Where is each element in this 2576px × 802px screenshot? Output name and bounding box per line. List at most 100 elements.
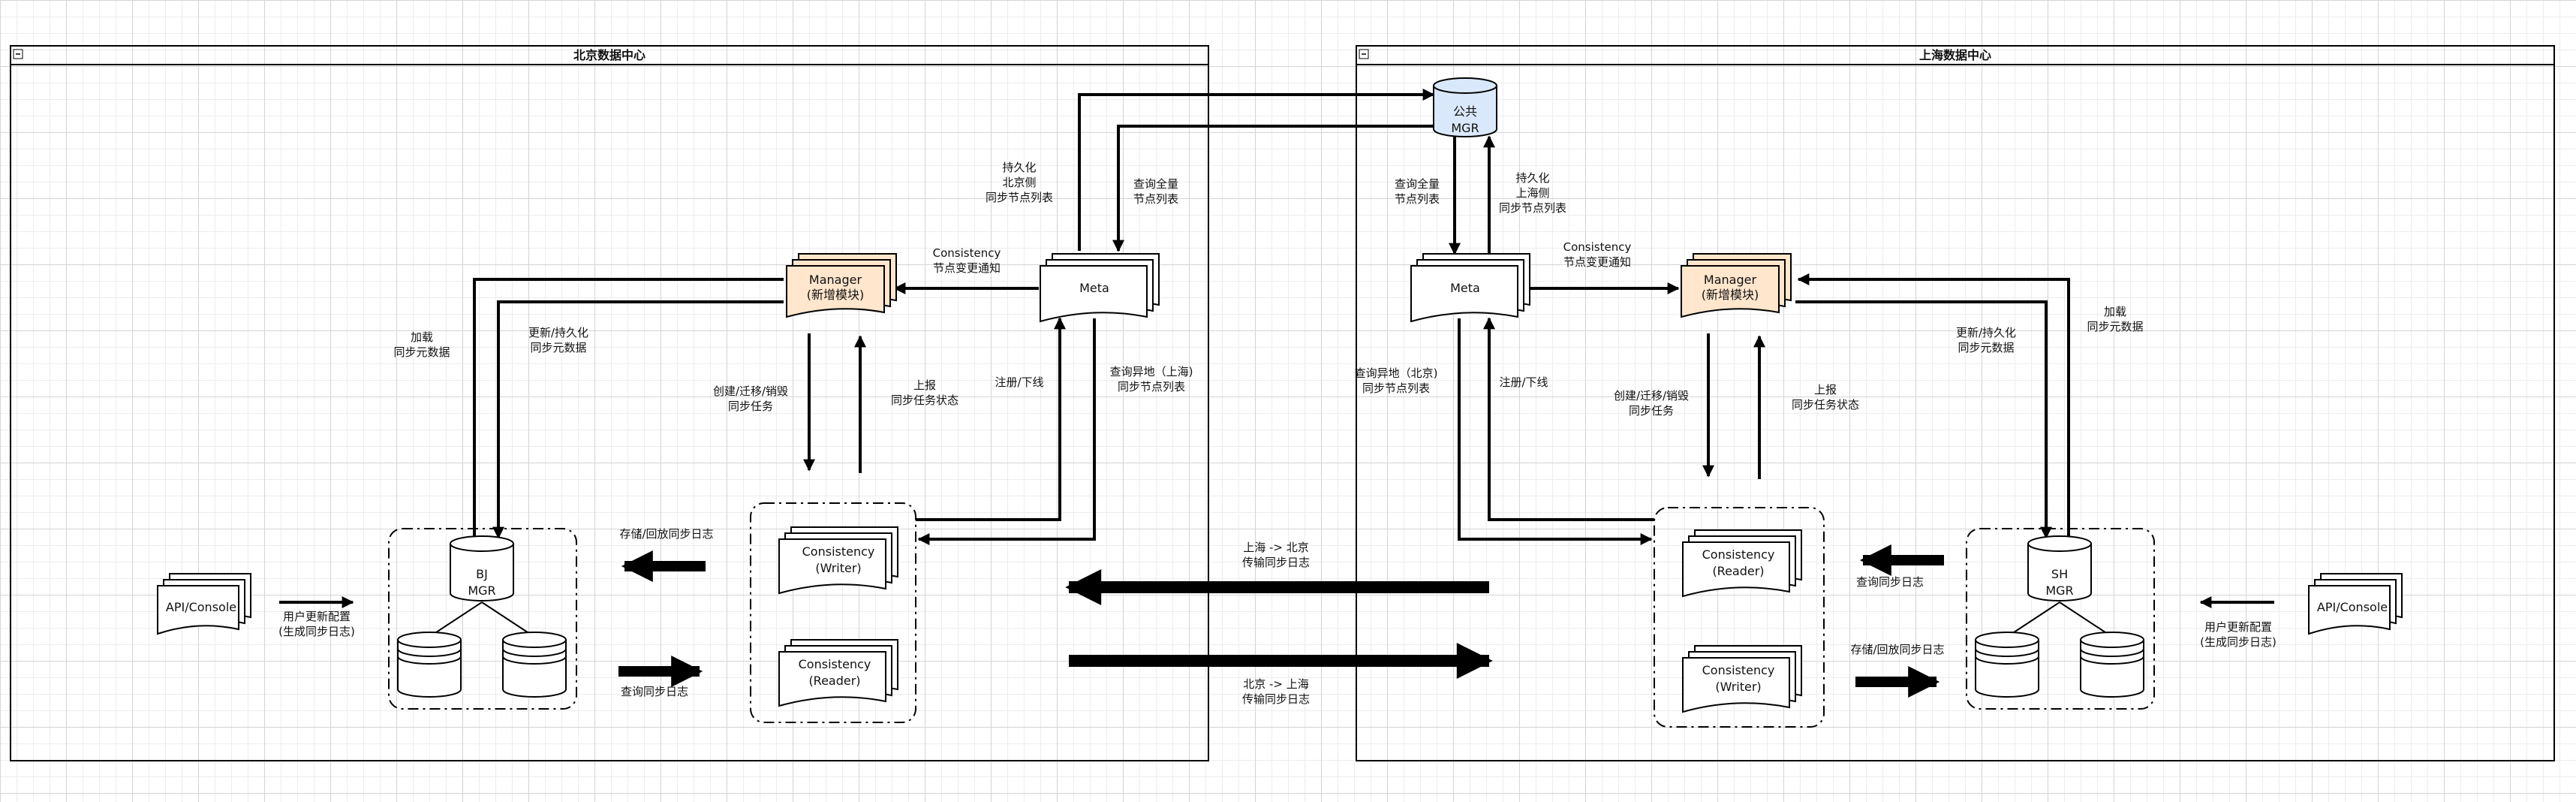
edge-label: 节点列表 [1395, 192, 1440, 206]
edge-label: 上海侧 [1515, 186, 1549, 200]
edge-label: 创建/迁移/销毁 [713, 384, 788, 398]
edges [279, 89, 2274, 608]
edge-label: 北京侧 [1002, 176, 1036, 189]
edge-label: 加载 [2104, 305, 2126, 318]
sh-meta-node[interactable]: Meta [1410, 253, 1530, 323]
bj-consistency-group[interactable] [750, 502, 916, 723]
edge-label: 持久化 [1002, 161, 1036, 174]
bj-consistency-writer-label-2: (Writer) [815, 561, 861, 575]
bj-meta-node[interactable]: Meta [1040, 253, 1160, 323]
edge-label: 节点列表 [1133, 192, 1178, 206]
sh-manager-label-2: (新增模块) [1702, 288, 1759, 302]
edge-label: 查询全量 [1395, 177, 1440, 191]
edge-label: Consistency [1563, 240, 1632, 254]
edge-label: 上报 [1814, 383, 1837, 396]
bj-manager-label-1: Manager [809, 273, 862, 287]
edge-labels: 持久化 北京侧 同步节点列表 查询全量 节点列表 查询全量 节点列表 持久化 上… [278, 161, 2277, 706]
sh-consistency-writer-label-1: Consistency [1702, 663, 1775, 677]
public-mgr-cylinder[interactable]: 公共 MGR [1433, 77, 1497, 137]
bj-meta-label: Meta [1079, 281, 1109, 295]
sh-mgr-replica-2[interactable] [2080, 632, 2144, 698]
edge-label: 加载 [411, 330, 433, 344]
sh-consistency-reader-label-1: Consistency [1702, 547, 1775, 562]
sh-mgr-cluster[interactable]: SH MGR [1975, 535, 2144, 698]
region-beijing[interactable]: 北京数据中心 [10, 45, 1209, 761]
edge-label: 注册/下线 [995, 375, 1043, 389]
sh-meta-label: Meta [1450, 281, 1480, 295]
edge-label: 北京 -> 上海 [1243, 677, 1309, 691]
bj-api-console-label: API/Console [166, 600, 236, 614]
bj-consistency-writer-node[interactable]: Consistency (Writer) [778, 526, 898, 595]
collapse-icon[interactable] [13, 49, 23, 59]
edge-label: (生成同步日志) [278, 625, 355, 638]
edge-label: 存储/回放同步日志 [619, 527, 713, 541]
edge-label: 同步元数据 [1958, 341, 2014, 354]
collapse-icon[interactable] [1359, 49, 1369, 59]
edge-label: (生成同步日志) [2200, 635, 2277, 649]
bj-mgr-label-2: MGR [468, 583, 495, 598]
edge-label: 查询全量 [1133, 177, 1178, 191]
bj-consistency-reader-label-1: Consistency [799, 657, 871, 671]
edge-label: 同步元数据 [393, 345, 450, 359]
bj-mgr-replica-1[interactable] [397, 632, 462, 698]
sh-consistency-reader-label-2: (Reader) [1712, 564, 1764, 578]
edge-label: 查询异地（北京) [1355, 366, 1438, 380]
edge-label: 更新/持久化 [1956, 326, 2016, 339]
block-arrows [618, 544, 1944, 698]
sh-consistency-reader-node[interactable]: Consistency (Reader) [1682, 529, 1802, 598]
sh-mgr-group[interactable] [1966, 528, 2155, 710]
bj-consistency-reader-node[interactable]: Consistency (Reader) [778, 639, 898, 707]
edge-label: 同步节点列表 [986, 191, 1053, 204]
edge-label: 传输同步日志 [1242, 556, 1310, 569]
region-title: 北京数据中心 [573, 48, 646, 62]
edge-label: Consistency [933, 246, 1001, 260]
edge-label: 同步任务状态 [891, 393, 958, 407]
edge-label: 查询同步日志 [621, 685, 688, 698]
region-title: 上海数据中心 [1919, 48, 1991, 62]
edge-label: 同步元数据 [530, 341, 586, 354]
edge-label: 同步元数据 [2087, 320, 2143, 333]
edge-label: 同步节点列表 [1499, 201, 1566, 215]
bj-manager-node[interactable]: Manager (新增模块) [786, 253, 897, 318]
region-shanghai[interactable]: 上海数据中心 [1356, 45, 2555, 761]
sh-manager-node[interactable]: Manager (新增模块) [1681, 253, 1792, 318]
edge-label: 节点变更通知 [933, 261, 1001, 275]
bj-consistency-writer-label-1: Consistency [802, 544, 875, 559]
public-mgr-label-1: 公共 [1453, 104, 1477, 119]
edge-label: 同步节点列表 [1118, 380, 1185, 393]
sh-api-console-node[interactable]: API/Console [2308, 573, 2403, 635]
sh-consistency-writer-label-2: (Writer) [1715, 680, 1761, 694]
edge-label: 用户更新配置 [283, 610, 351, 623]
edge-label: 上海 -> 北京 [1243, 541, 1309, 554]
edge-label: 同步节点列表 [1362, 381, 1430, 395]
edge-label: 创建/迁移/销毁 [1614, 389, 1689, 403]
edge-label: 传输同步日志 [1242, 692, 1310, 706]
edge-label: 节点变更通知 [1563, 255, 1631, 269]
bj-mgr-replica-2[interactable] [502, 632, 567, 698]
bj-mgr-cluster[interactable]: BJ MGR [397, 535, 567, 698]
edge-label: 注册/下线 [1499, 375, 1548, 389]
sh-manager-label-1: Manager [1704, 273, 1757, 287]
edge-label: 更新/持久化 [528, 326, 588, 339]
edge-label: 同步任务 [728, 399, 773, 413]
sh-api-console-label: API/Console [2317, 600, 2388, 614]
public-mgr-label-2: MGR [1451, 121, 1479, 135]
edge-label: 存储/回放同步日志 [1850, 643, 1944, 656]
edge-label: 同步任务 [1629, 404, 1674, 418]
sh-mgr-label-2: MGR [2045, 583, 2073, 598]
sh-consistency-group[interactable] [1654, 507, 1825, 728]
bj-mgr-label-1: BJ [476, 567, 488, 581]
edge-label: 查询同步日志 [1856, 575, 1924, 589]
bj-api-console-node[interactable]: API/Console [157, 573, 251, 635]
sh-mgr-label-1: SH [2051, 567, 2068, 581]
bj-manager-label-2: (新增模块) [807, 288, 865, 302]
edge-label: 持久化 [1515, 171, 1549, 185]
edge-label: 查询异地（上海) [1110, 365, 1193, 378]
bj-consistency-reader-label-2: (Reader) [808, 674, 860, 688]
sh-mgr-replica-1[interactable] [1975, 632, 2039, 698]
edge-label: 同步任务状态 [1792, 398, 1859, 412]
bj-mgr-group[interactable] [388, 528, 577, 710]
edge-label: 用户更新配置 [2204, 620, 2272, 634]
sh-consistency-writer-node[interactable]: Consistency (Writer) [1682, 645, 1802, 713]
